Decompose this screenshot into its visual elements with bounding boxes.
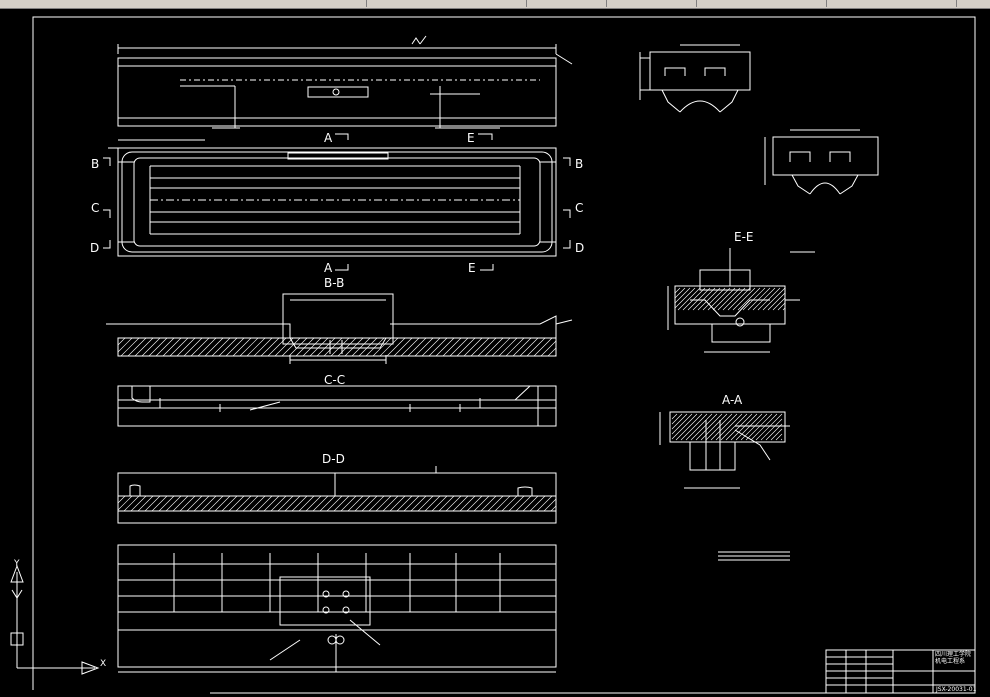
label-e-bottom: E <box>468 261 476 275</box>
toolbar-separator <box>600 0 607 7</box>
label-b-left: B <box>91 157 99 171</box>
title-block-org-line2: 机电工程系 <box>935 657 965 665</box>
toolbar-separator <box>690 0 697 7</box>
section-cc <box>117 385 557 427</box>
plan-view <box>108 139 557 257</box>
toolbar-separator <box>950 0 957 7</box>
drawing-canvas[interactable]: A E A E B C D B C D B-B C-C D-D E-E A-A … <box>0 8 990 697</box>
label-b-right: B <box>575 157 583 171</box>
title-block-org-line1: 四川理工学院 <box>935 650 971 658</box>
title-block-drawing-no: JSX-20031-01 <box>935 686 977 693</box>
section-aa <box>659 411 790 489</box>
label-d-right: D <box>575 241 584 255</box>
view-title-aa: A-A <box>722 393 743 407</box>
toolbar-strip <box>0 0 990 9</box>
rib-plan-view <box>117 544 557 673</box>
command-line-strip <box>0 690 210 697</box>
title-block <box>825 649 976 694</box>
label-a-top: A <box>324 131 333 145</box>
view-title-cc: C-C <box>324 373 345 387</box>
label-e-top: E <box>467 131 475 145</box>
section-ee <box>667 248 815 353</box>
section-bb <box>106 293 573 364</box>
view-title-dd: D-D <box>322 452 345 466</box>
toolbar-separator <box>820 0 827 7</box>
view-title-ee: E-E <box>734 230 754 244</box>
label-a-bottom: A <box>324 261 333 275</box>
label-c-right: C <box>575 201 583 215</box>
label-c-left: C <box>91 201 99 215</box>
view-title-bb: B-B <box>324 276 344 290</box>
toolbar-separator <box>360 0 367 7</box>
rail-profile-view-2 <box>764 129 879 195</box>
toolbar-separator <box>520 0 527 7</box>
drawing-border <box>32 16 976 694</box>
section-dd <box>117 466 557 524</box>
section-cut-markers <box>103 133 571 271</box>
label-d-left: D <box>90 241 99 255</box>
ucs-y-label: Y <box>13 559 20 569</box>
top-view <box>117 35 573 129</box>
ucs-x-label: X <box>100 659 106 669</box>
technical-notes <box>718 551 790 561</box>
ucs-icon <box>10 564 100 675</box>
hatching <box>117 287 786 512</box>
rail-profile-view-1 <box>639 44 751 113</box>
